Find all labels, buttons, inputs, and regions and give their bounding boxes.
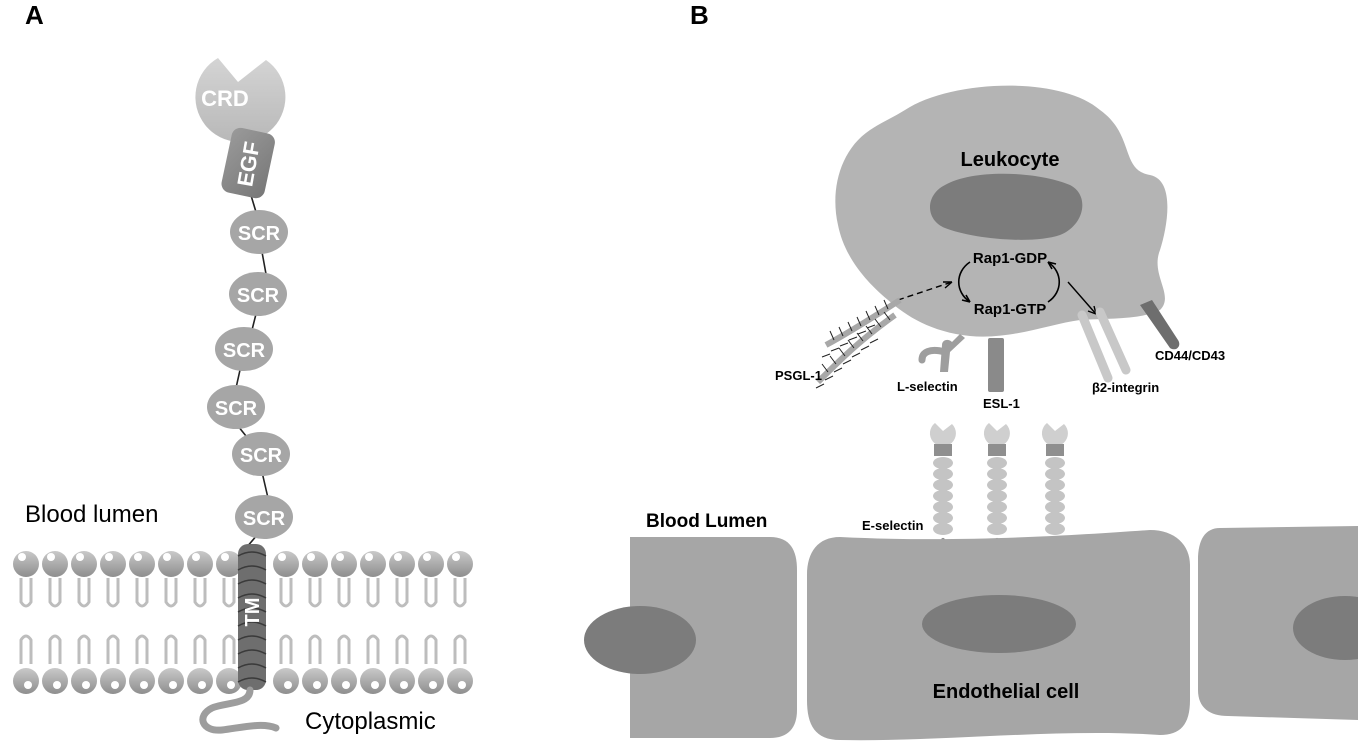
panel-b: B Leukocyte Rap1-GDP Rap1-GTP PSGL-1 L-s… [584,0,1358,741]
endothelial-cell-label: Endothelial cell [933,681,1080,703]
lipid-bilayer [13,551,473,694]
scr-label-3: SCR [223,340,266,362]
rap1-gtp-label: Rap1-GTP [974,301,1047,318]
endothelial-nucleus-left [584,606,696,674]
crd-domain [195,58,286,143]
l-selectin-molecule [940,334,965,372]
lipid-molecule [389,551,415,694]
b2-integrin-label: β2-integrin [1092,380,1159,395]
scr-domain-2 [229,272,287,316]
scr-domain-5 [232,432,290,476]
scr-label-6: SCR [243,508,286,530]
blood-lumen-label-b: Blood Lumen [646,511,767,532]
lipid-molecule [100,551,126,694]
lipid-molecule [42,551,68,694]
e-selectin-molecule [929,423,956,582]
cd44-cd43-label: CD44/CD43 [1155,348,1225,363]
scr-label-1: SCR [238,223,281,245]
leukocyte-label: Leukocyte [961,149,1060,171]
endothelial-nucleus-right [1293,596,1358,660]
endothelial-cell-left [630,537,797,738]
e-selectin-molecule [983,423,1010,582]
b2-integrin-molecule [1077,307,1131,383]
scr-domain-6 [235,495,293,539]
scr-domains: SCR SCR SCR SCR SCR SCR [207,210,293,539]
lipid-molecule [158,551,184,694]
esl1-molecule [988,338,1004,392]
panel-a-letter: A [25,0,44,30]
psgl1-molecule [815,297,902,389]
endothelial-nucleus-center [922,595,1076,653]
endothelial-cell-right [1198,526,1358,720]
rap1-cycle-left-arrow [957,261,971,303]
lipid-molecule [216,551,242,694]
scr-label-5: SCR [240,445,283,467]
panel-b-letter: B [690,0,709,30]
cd44-cd43-molecule [1140,300,1180,350]
cytoplasmic-tail [199,686,280,734]
lipid-molecule [331,551,357,694]
lipid-molecule [273,551,299,694]
l-selectin-label: L-selectin [897,379,958,394]
leukocyte-nucleus [930,173,1083,240]
lipid-molecule [447,551,473,694]
scr-label-2: SCR [237,285,280,307]
scr-domain-1 [230,210,288,254]
blood-lumen-label-a: Blood lumen [25,501,158,528]
rap1-gdp-label: Rap1-GDP [973,250,1047,267]
lipid-molecule [187,551,213,694]
lipid-molecule [360,551,386,694]
e-selectin-label: E-selectin [862,518,923,533]
integrin-activation-arrow [1067,281,1097,315]
lipid-molecule [13,551,39,694]
psgl1-label: PSGL-1 [775,368,822,383]
transmembrane-domain: TM [237,544,267,690]
tm-label: TM [242,598,264,627]
panel-a: A CRD EGF SCR SCR SCR SCR SCR SCR Blood … [13,0,473,735]
rap1-cycle-right-arrow [1047,261,1061,303]
cytoplasmic-label: Cytoplasmic [305,708,436,735]
lipid-molecule [129,551,155,694]
esl1-label: ESL-1 [983,396,1020,411]
lipid-molecule [302,551,328,694]
scr-label-4: SCR [215,398,258,420]
scr-domain-4 [207,385,265,429]
lipid-molecule [418,551,444,694]
scr-domain-3 [215,327,273,371]
crd-label: CRD [201,86,249,111]
egf-domain [221,127,275,199]
lipid-molecule [71,551,97,694]
